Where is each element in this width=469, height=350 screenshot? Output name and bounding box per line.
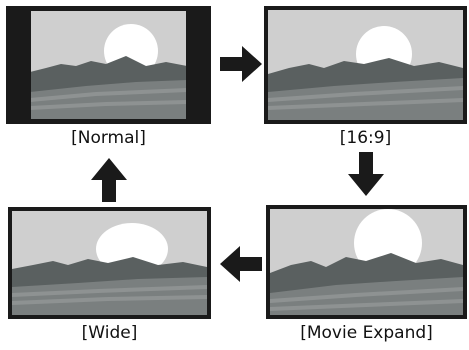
arrow-right-icon [220,44,262,84]
wide-mode-screen [8,207,211,319]
arrow-down-icon [346,152,386,196]
normal-mode-screen [6,6,211,124]
normal-mode-label: [Normal] [71,128,146,148]
movie-expand-mode-screen [266,205,467,319]
movie-expand-mode-label: [Movie Expand] [300,323,433,343]
wide-mode-label: [Wide] [81,323,138,343]
arrow-up-icon [89,158,129,202]
16-9-mode-screen [264,6,467,124]
arrow-left-icon [220,244,262,284]
16-9-mode-label: [16:9] [339,128,392,148]
